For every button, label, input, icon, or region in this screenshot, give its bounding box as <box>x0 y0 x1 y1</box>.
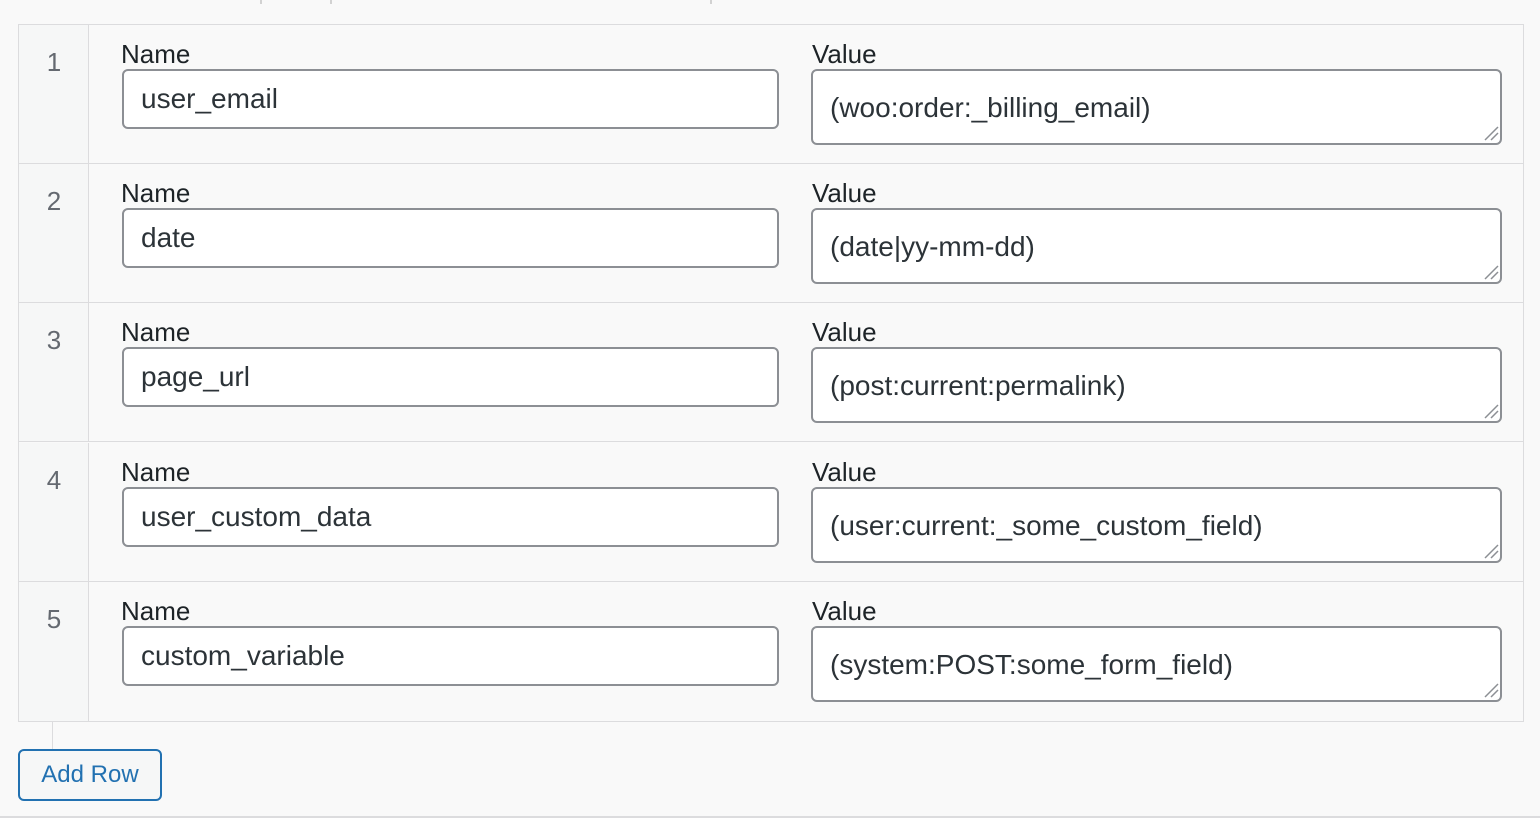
add-row-button[interactable]: Add Row <box>18 749 162 801</box>
value-label: Value <box>812 596 877 626</box>
row-drag-handle[interactable]: 4 <box>19 443 89 581</box>
repeater-row: 5 Name Value (system:POST:some_form_fiel… <box>19 582 1523 721</box>
repeater-row: 4 Name Value (user:current:_some_custom_… <box>19 443 1523 582</box>
row-drag-handle[interactable]: 1 <box>19 25 89 163</box>
row-number: 5 <box>46 604 62 634</box>
name-label: Name <box>121 178 191 208</box>
name-label: Name <box>121 317 191 347</box>
row-drag-handle[interactable]: 3 <box>19 303 89 441</box>
name-input[interactable] <box>122 626 779 686</box>
name-label: Name <box>121 596 191 626</box>
value-label: Value <box>812 317 877 347</box>
row-number: 3 <box>46 325 62 355</box>
row-number: 2 <box>46 186 62 216</box>
bottom-divider <box>0 816 1540 818</box>
name-input[interactable] <box>122 208 779 268</box>
row-drag-handle[interactable]: 5 <box>19 582 89 721</box>
row-number: 4 <box>46 465 62 495</box>
value-label: Value <box>812 457 877 487</box>
name-input[interactable] <box>122 487 779 547</box>
cropped-description-text <box>0 0 1540 24</box>
name-input[interactable] <box>122 69 779 129</box>
row-drag-handle[interactable]: 2 <box>19 164 89 302</box>
repeater-row: 1 Name Value (woo:order:_billing_email) <box>19 25 1523 164</box>
value-textarea[interactable]: (post:current:permalink) <box>811 347 1502 423</box>
value-label: Value <box>812 39 877 69</box>
value-textarea[interactable]: (woo:order:_billing_email) <box>811 69 1502 145</box>
variables-repeater-table: 1 Name Value (woo:order:_billing_email) … <box>18 24 1524 722</box>
cropped-text-fragment <box>170 0 730 4</box>
value-label: Value <box>812 178 877 208</box>
name-input[interactable] <box>122 347 779 407</box>
row-number: 1 <box>46 47 62 77</box>
value-textarea[interactable]: (user:current:_some_custom_field) <box>811 487 1502 563</box>
connector-line <box>52 722 53 749</box>
name-label: Name <box>121 457 191 487</box>
name-label: Name <box>121 39 191 69</box>
value-textarea[interactable]: (system:POST:some_form_field) <box>811 626 1502 702</box>
repeater-row: 2 Name Value (date|yy-mm-dd) <box>19 164 1523 303</box>
repeater-row: 3 Name Value (post:current:permalink) <box>19 303 1523 442</box>
value-textarea[interactable]: (date|yy-mm-dd) <box>811 208 1502 284</box>
